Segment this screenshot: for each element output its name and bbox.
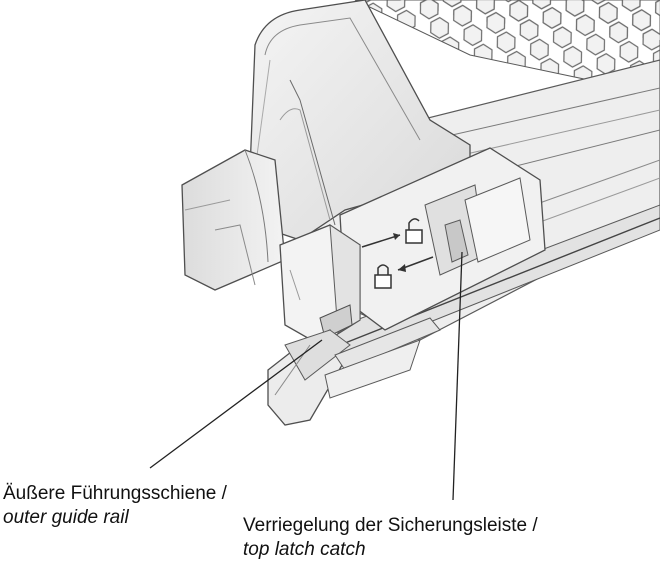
vent-panel — [354, 0, 660, 96]
front-cap — [279, 224, 361, 346]
leader-line-latch — [452, 251, 463, 501]
padlock-open-icon — [361, 218, 423, 248]
housing-tower — [249, 0, 471, 241]
leader-line-outer-rail — [149, 339, 323, 469]
outer-guide-rail — [267, 317, 441, 426]
label-top-latch-catch-german: Verriegelung der Sicherungsleiste / — [243, 515, 538, 536]
side-knob — [181, 149, 286, 291]
padlock-closed-icon — [374, 256, 434, 289]
label-outer-guide-rail-german: Äußere Führungsschiene / — [3, 483, 227, 504]
label-outer-guide-rail: Äußere Führungsschiene / outer guide rai… — [3, 482, 227, 530]
label-top-latch-catch-english: top latch catch — [243, 539, 366, 560]
label-outer-guide-rail-english: outer guide rail — [3, 507, 129, 528]
leader-lines — [149, 251, 463, 501]
label-top-latch-catch: Verriegelung der Sicherungsleiste / top … — [243, 514, 538, 562]
